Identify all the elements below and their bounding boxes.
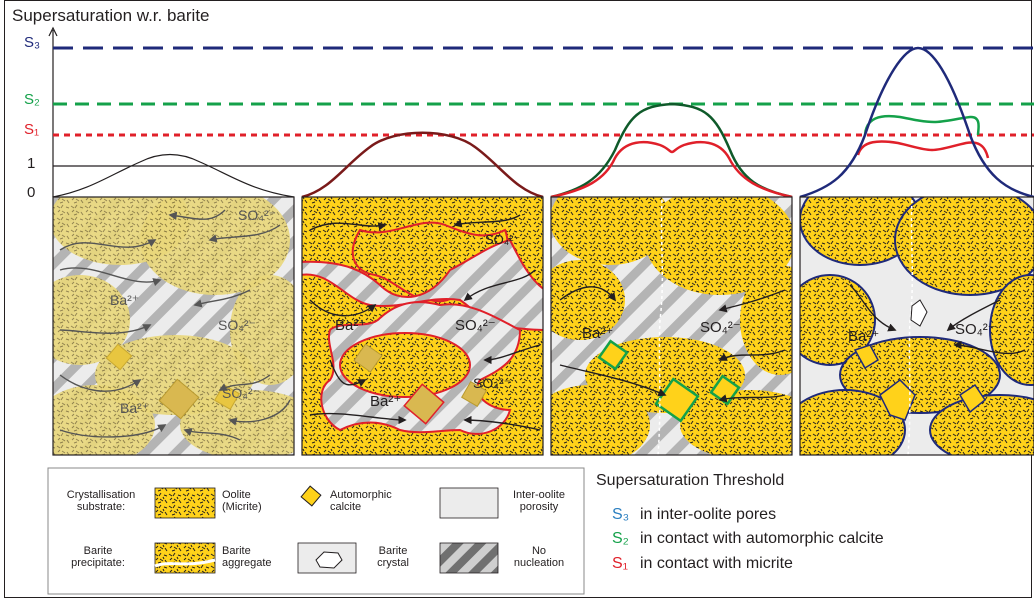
threshold-s3-symbol: S₃ — [612, 506, 630, 523]
s2-axis-label: S₂ — [24, 91, 40, 108]
sulfate-ion-label: SO₄²⁻ — [455, 317, 496, 334]
s1-axis-label: S₁ — [24, 121, 40, 138]
barium-ion-label: Ba²⁺ — [335, 317, 366, 334]
panel-2-micrite-nucleation: Ba²⁺ Ba²⁺ SO₄²⁻ SO₄²⁻ SO₄²⁻ — [302, 197, 543, 455]
barium-ion-label: Ba²⁺ — [582, 325, 613, 342]
barium-ion-label: Ba²⁺ — [120, 400, 149, 416]
panel-4-pore-nucleation: Ba²⁺ SO₄²⁻ — [800, 197, 1034, 455]
barite-aggregate-label: Barite aggregate — [222, 545, 272, 569]
crystallisation-substrate-label: Crystallisation substrate: — [66, 489, 136, 513]
no-nucleation-label: No nucleation — [513, 545, 565, 569]
s3-axis-label: S₃ — [24, 34, 41, 51]
zero-axis-label: 0 — [27, 184, 36, 201]
panel-1-no-nucleation: Ba²⁺ Ba²⁺ SO₄²⁻ SO₄²⁻ SO₄²⁻ — [53, 197, 294, 455]
legend-box — [47, 467, 585, 595]
barium-ion-label: Ba²⁺ — [110, 292, 139, 308]
curve-panel-2 — [301, 131, 544, 199]
automorphic-calcite-label: Automorphic calcite — [330, 489, 392, 513]
curve-panel-1 — [52, 153, 295, 198]
threshold-s1-text: in contact with micrite — [640, 555, 793, 572]
sulfate-ion-label: SO₄²⁻ — [473, 375, 511, 391]
calcite-swatch — [300, 485, 322, 507]
sulfate-ion-label: SO₄²⁻ — [955, 321, 996, 338]
sulfate-ion-label: SO₄²⁻ — [238, 207, 276, 223]
threshold-s2-symbol: S₂ — [612, 530, 629, 547]
sulfate-ion-label: SO₄²⁻ — [218, 317, 256, 333]
barium-ion-label: Ba²⁺ — [370, 393, 401, 410]
oolite-swatch — [154, 487, 216, 519]
threshold-s1-symbol: S₁ — [612, 555, 629, 572]
barite-crystal-label: Barite crystal — [377, 545, 409, 569]
panel-3-calcite-nucleation: Ba²⁺ SO₄²⁻ — [551, 197, 792, 455]
threshold-s2-text: in contact with automorphic calcite — [640, 530, 884, 547]
sulfate-ion-label: SO₄²⁻ — [222, 385, 260, 401]
curve-panel-3 — [550, 102, 793, 199]
barite-crystal-swatch — [297, 542, 357, 574]
no-nucleation-swatch — [439, 542, 499, 574]
barite-aggregate-swatch — [154, 542, 216, 574]
barite-precipitate-label: Barite precipitate: — [71, 545, 125, 569]
page-title: Supersaturation w.r. barite — [12, 6, 210, 25]
threshold-s3-text: in inter-oolite pores — [640, 506, 777, 523]
threshold-heading: Supersaturation Threshold — [596, 472, 785, 489]
porosity-swatch — [439, 487, 499, 519]
barium-ion-label: Ba²⁺ — [848, 328, 879, 345]
y-axis — [48, 26, 58, 197]
one-axis-label: 1 — [27, 155, 36, 172]
curve-panel-4 — [799, 46, 1034, 199]
inter-oolite-porosity-label: Inter-oolite porosity — [513, 489, 565, 513]
sulfate-ion-label: SO₄²⁻ — [700, 319, 741, 336]
sulfate-ion-label: SO₄²⁻ — [485, 232, 520, 247]
oolite-label: Oolite (Micrite) — [222, 489, 262, 513]
